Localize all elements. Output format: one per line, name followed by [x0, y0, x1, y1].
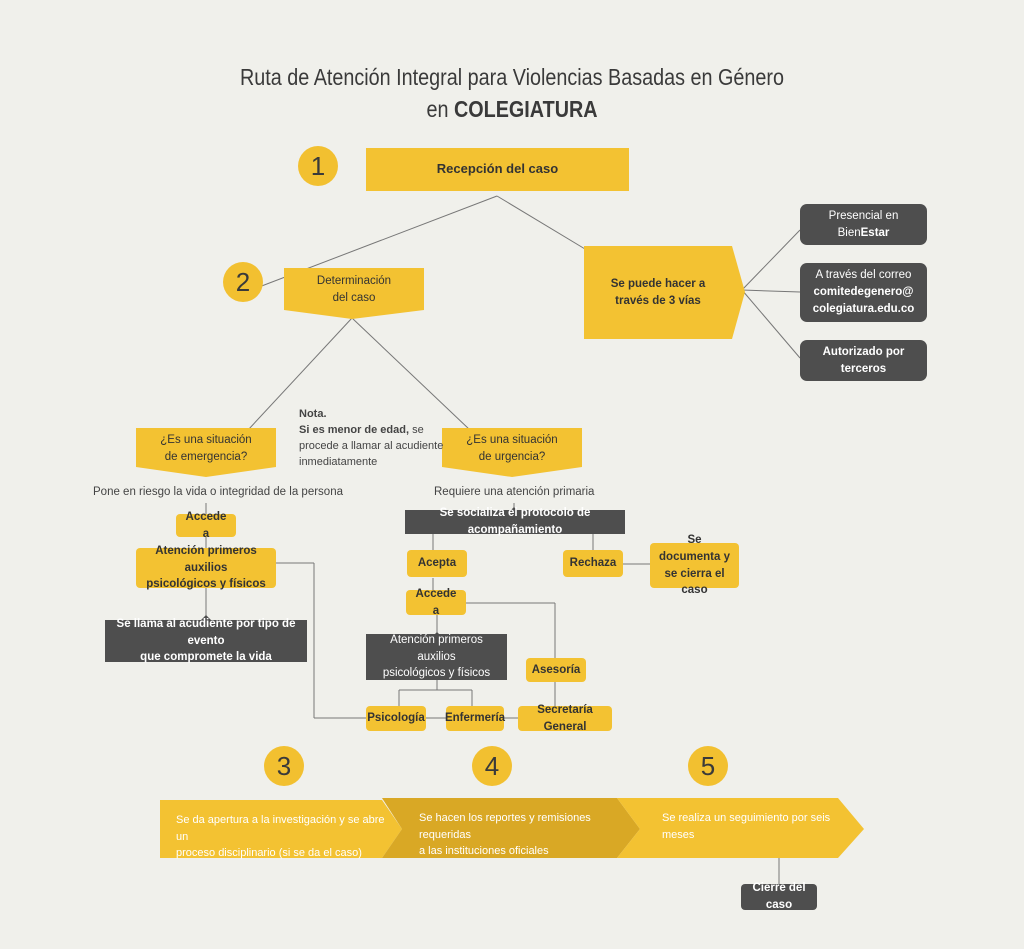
urgencia-caption: Requiere una atención primaria — [434, 486, 595, 498]
page-title: Ruta de Atención Integral para Violencia… — [72, 64, 953, 91]
step-2-badge: 2 — [223, 262, 263, 302]
node-enfermeria: Enfermería — [445, 706, 505, 731]
node-secretaria: Secretaría General — [518, 704, 612, 733]
node-recepcion: Recepción del caso — [436, 161, 559, 177]
node-urgencia-accede: Accede a — [406, 588, 466, 617]
node-llamada-acudiente: Se llama al acudiente por tipo de evento… — [105, 618, 307, 663]
stage-5-text: Se realiza un seguimiento por seis meses — [662, 812, 831, 841]
step-5-badge: 5 — [688, 746, 728, 786]
node-asesoria: Asesoría — [526, 658, 586, 682]
node-rechaza: Rechaza — [563, 550, 623, 577]
step-3-badge: 3 — [264, 746, 304, 786]
step-1-badge: 1 — [298, 146, 338, 186]
note-menor-edad: Nota. Si es menor de edad, se procede a … — [299, 408, 444, 468]
page-title-line-2: en COLEGIATURA — [426, 96, 598, 122]
node-emergencia-accede: Accede a — [176, 511, 236, 540]
stage-4-text: Se hacen los reportes y remisiones reque… — [419, 812, 591, 857]
title-line-1: Ruta de Atención Integral para Violencia… — [240, 64, 784, 90]
emergencia-caption: Pone en riesgo la vida o integridad de l… — [93, 486, 343, 498]
stage-3-text: Se da apertura a la investigación y se a… — [176, 814, 385, 859]
node-cierre-caso: Cierre del caso — [741, 882, 817, 911]
step-4-badge: 4 — [472, 746, 512, 786]
node-acepta: Acepta — [407, 550, 467, 577]
brand-name: COLEGIATURA — [453, 96, 598, 122]
node-psicologia: Psicología — [366, 706, 426, 731]
node-socializa-protocolo: Se socializa el protocolo de acompañamie… — [405, 507, 625, 536]
